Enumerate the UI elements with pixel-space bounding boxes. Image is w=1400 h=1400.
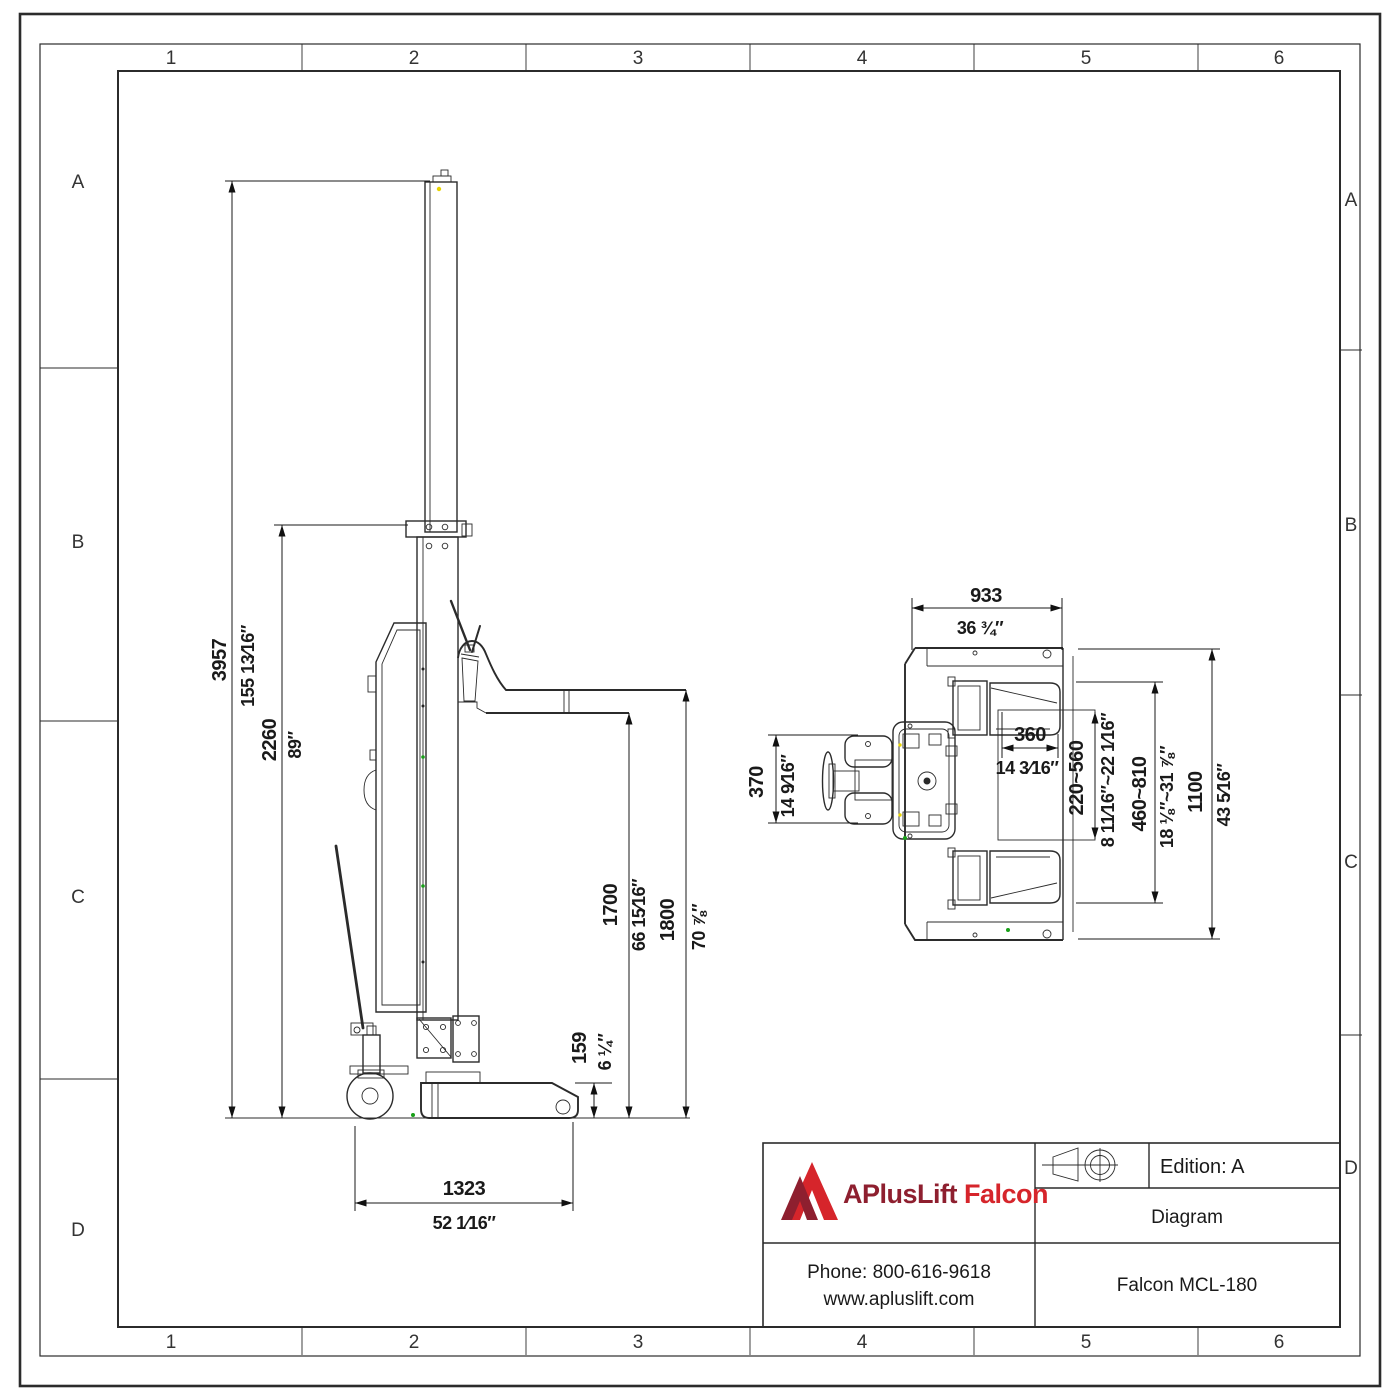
grid-col-label: 5 <box>1081 1332 1092 1353</box>
grid-col-label: 3 <box>633 1332 644 1353</box>
dim-body-width-in: 36 ¾″ <box>957 618 1004 638</box>
lift-pad <box>425 1071 481 1084</box>
grid-row-label: A <box>1345 190 1358 211</box>
dim-column-height-mm: 2260 <box>259 718 281 761</box>
grid-col-label: 1 <box>166 48 177 69</box>
lift-carriage <box>449 599 686 714</box>
grid-col-label: 4 <box>857 48 868 69</box>
grid-col-label: 6 <box>1274 1332 1285 1353</box>
marker-dot <box>1006 928 1010 932</box>
model-label: Falcon MCL-180 <box>1117 1275 1257 1296</box>
sheet-border: 1 2 3 4 5 6 1 2 3 4 5 6 A B C D A B C D <box>18 12 1382 1388</box>
doc-type-label: Diagram <box>1151 1207 1223 1228</box>
dim-overall-width-mm: 1100 <box>1185 771 1207 813</box>
website-label: www.apluslift.com <box>823 1289 975 1310</box>
dim-lift-height-in: 66 15⁄16″ <box>629 878 649 951</box>
mast <box>424 169 458 533</box>
side-view-dimensions: 3957 155 13⁄16″ 2260 89″ 1700 66 15⁄16″ … <box>209 180 709 1233</box>
dim-outer-span-in: 18 ⅛″~31 ⅞″ <box>1157 745 1177 848</box>
grid-col-label: 3 <box>633 48 644 69</box>
dim-base-height-in: 6 ¼″ <box>595 1033 615 1071</box>
dim-overall-width-in: 43 5⁄16″ <box>1214 763 1234 827</box>
dim-body-width-mm: 933 <box>970 585 1002 607</box>
logo-mark-icon <box>786 1162 838 1220</box>
marker-dot <box>903 836 907 840</box>
phone-label: Phone: 800-616-9618 <box>807 1262 991 1283</box>
dim-inner-span-in: 8 11⁄16″~22 1⁄16″ <box>1098 712 1118 847</box>
grid-row-label: C <box>71 887 85 908</box>
dim-outer-span-mm: 460~810 <box>1129 756 1151 831</box>
brand-primary: APlusLift <box>843 1179 958 1209</box>
marker-dot <box>421 755 425 759</box>
marker-dot <box>898 743 902 747</box>
title-block: Edition: A Diagram Falcon MCL-180 Phone:… <box>762 1142 1341 1328</box>
logo-mark-icon <box>781 1176 818 1220</box>
grid-dividers <box>40 44 1362 1355</box>
dim-base-height-mm: 159 <box>569 1032 591 1064</box>
top-view: 933 36 ¾″ 370 14 9⁄16″ 360 14 3⁄16″ 220~… <box>746 585 1234 941</box>
wheel-top-view <box>821 751 835 811</box>
brand-secondary: Falcon <box>957 1179 1048 1209</box>
body-outline <box>904 647 1074 941</box>
grid-col-label: 2 <box>409 1332 420 1353</box>
dim-jack-depth-mm: 370 <box>746 766 768 798</box>
marker-dot <box>436 186 442 192</box>
jack-body <box>362 1034 381 1074</box>
grid-row-label: D <box>71 1220 85 1241</box>
jack-handle <box>334 844 365 1030</box>
dim-pad-width-in: 14 3⁄16″ <box>996 758 1060 778</box>
dim-jack-depth-in: 14 9⁄16″ <box>778 754 798 818</box>
leg-roller <box>555 1099 571 1115</box>
grid-row-label: B <box>72 532 85 553</box>
grid-col-label: 5 <box>1081 48 1092 69</box>
jack-bracket <box>350 1022 374 1036</box>
safety-lever <box>449 599 472 652</box>
grid-col-label: 1 <box>166 1332 177 1353</box>
column-housing <box>892 721 958 840</box>
support-leg <box>420 1082 579 1119</box>
side-view: 3957 155 13⁄16″ 2260 89″ 1700 66 15⁄16″ … <box>209 169 709 1233</box>
base-assembly <box>334 844 579 1120</box>
dim-pad-width-mm: 360 <box>1014 724 1046 746</box>
brand-logo: APlusLift Falcon <box>781 1162 1049 1220</box>
control-box <box>363 622 427 1013</box>
dim-max-height-mm: 1800 <box>657 898 679 941</box>
jack-top-view <box>821 735 893 825</box>
dim-base-length-in: 52 1⁄16″ <box>433 1213 497 1233</box>
marker-dot <box>411 1113 415 1117</box>
marker-dot <box>898 813 902 817</box>
grid-row-label: B <box>1345 515 1358 536</box>
dim-overall-height-in: 155 13⁄16″ <box>238 624 258 707</box>
grid-col-label: 6 <box>1274 48 1285 69</box>
grid-row-label: A <box>72 172 85 193</box>
grid-labels: 1 2 3 4 5 6 1 2 3 4 5 6 A B C D A B C D <box>71 48 1358 1353</box>
grid-row-label: C <box>1344 852 1358 873</box>
lift-column <box>416 536 459 1021</box>
dim-max-height-in: 70 ⅞″ <box>689 903 709 950</box>
marker-dot <box>421 884 425 888</box>
dim-lift-height-mm: 1700 <box>600 883 622 926</box>
top-view-dimensions: 933 36 ¾″ 370 14 9⁄16″ 360 14 3⁄16″ 220~… <box>746 585 1234 940</box>
brand-text: APlusLift Falcon <box>843 1179 1048 1209</box>
dim-inner-span-mm: 220~560 <box>1066 740 1088 815</box>
dim-column-height-in: 89″ <box>285 731 305 759</box>
edition-label: Edition: A <box>1160 1156 1245 1178</box>
grid-row-label: D <box>1344 1158 1358 1179</box>
grid-col-label: 2 <box>409 48 420 69</box>
projection-symbol-icon <box>1042 1147 1118 1182</box>
wheel <box>346 1072 394 1120</box>
dim-base-length-mm: 1323 <box>443 1178 486 1200</box>
grid-col-label: 4 <box>857 1332 868 1353</box>
flange-plate <box>405 520 473 550</box>
dim-overall-height-mm: 3957 <box>209 638 231 681</box>
